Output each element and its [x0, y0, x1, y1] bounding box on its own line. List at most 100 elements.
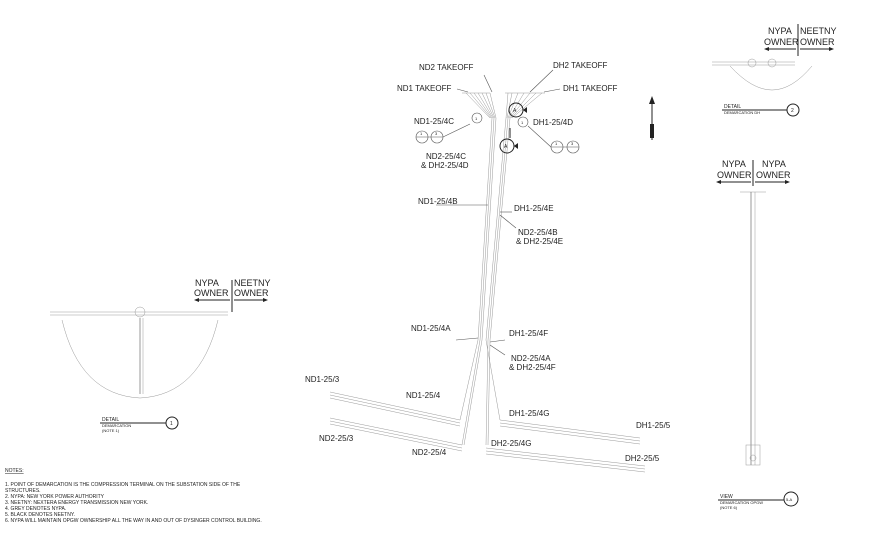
arrow-left-icon — [194, 298, 199, 302]
dh2-25-5-label: DH2-25/5 — [625, 454, 660, 463]
nd2-25-4c-label: ND2-25/4C — [426, 152, 466, 161]
center-labels: ND2 TAKEOFF DH2 TAKEOFF ND1 TAKEOFF DH1 … — [305, 61, 671, 463]
dh1-25-4g-label: DH1-25/4G — [509, 409, 549, 418]
note-item: 3. NEETNY: NEXTERA ENERGY TRANSMISSION N… — [5, 500, 148, 506]
callout-num: 1 — [555, 141, 558, 146]
trunk-right-bundle — [485, 117, 511, 341]
leader-line — [455, 337, 479, 341]
left-nypa-label: NYPA — [195, 278, 219, 288]
insulator-icon — [134, 306, 146, 318]
section-arrow-icon — [514, 143, 518, 149]
view-title: VIEW — [720, 494, 733, 500]
nd1-25-4b-label: ND1-25/4B — [418, 197, 458, 206]
insulator-icon — [767, 58, 777, 68]
leader-line — [489, 339, 506, 343]
callout-circle — [471, 112, 483, 124]
detail2-sub: DEMARCATION DH — [724, 110, 760, 115]
leader-line — [527, 125, 552, 148]
arc-shape — [61, 319, 219, 399]
view-num: 5-A — [786, 497, 793, 502]
north-arrow-icon — [649, 96, 655, 140]
leader-line — [543, 88, 561, 93]
section-marker-a-label: A — [513, 108, 517, 114]
arc-shape — [729, 65, 813, 91]
leader-line — [499, 214, 517, 229]
lower-spread — [459, 339, 501, 446]
mr-nypa2-label: NYPA — [762, 159, 786, 169]
arrow-right-icon — [263, 298, 268, 302]
detail1-sub: DEMARCATION — [102, 423, 131, 428]
left-owner2-label: OWNER — [234, 288, 269, 298]
nd1-takeoff-label: ND1 TAKEOFF — [397, 84, 451, 93]
line-routing: 1 1 1 3 1 3 A A — [329, 69, 655, 473]
note-item: 1. POINT OF DEMARCATION IS THE COMPRESSI… — [5, 482, 241, 488]
callout-num: 3 — [435, 131, 438, 136]
nd2-25-4-label: ND2-25/4 — [412, 448, 447, 457]
leader-line — [456, 88, 469, 93]
nd2-25-4b-label: ND2-25/4B — [518, 228, 558, 237]
outgoing-lines — [329, 391, 646, 473]
view-callout-circle — [783, 491, 799, 507]
mr-nypa-label: NYPA — [722, 159, 746, 169]
tr-neetny-label: NEETNY — [800, 26, 837, 36]
callout-num: 1 — [420, 131, 423, 136]
arrow-left-icon — [764, 47, 769, 51]
view-sub: DEMARCATION OPGW — [720, 500, 763, 505]
detail1-title: DETAIL — [102, 417, 119, 423]
leader-line — [442, 123, 471, 138]
note-item: 5. BLACK DENOTES NEETNY. — [5, 512, 75, 518]
arrow-right-icon — [829, 47, 834, 51]
nd2-25-3-label: ND2-25/3 — [319, 434, 354, 443]
nd2-25-4b-label-line2: & DH2-25/4E — [516, 237, 563, 246]
tr-owner2-label: OWNER — [800, 37, 835, 47]
detail1-callout-circle — [165, 416, 179, 430]
dh1-25-4e-label: DH1-25/4E — [514, 204, 554, 213]
callout-num: 1 — [521, 120, 524, 125]
mr-owner2-label: OWNER — [756, 170, 791, 180]
dh2-25-4g-label: DH2-25/4G — [491, 439, 531, 448]
dh1-25-5-label: DH1-25/5 — [636, 421, 671, 430]
detail2-callout-circle — [786, 103, 800, 117]
takeoff-fan — [465, 92, 543, 119]
nd1-25-3-label: ND1-25/3 — [305, 375, 340, 384]
detail2-title: DETAIL — [724, 104, 741, 110]
base-shape — [745, 444, 761, 466]
nd2-25-4a-label: ND2-25/4A — [511, 354, 551, 363]
dh2-takeoff-label: DH2 TAKEOFF — [553, 61, 607, 70]
arrow-right-icon — [785, 180, 790, 184]
tr-owner-label: OWNER — [764, 37, 799, 47]
dh1-takeoff-label: DH1 TAKEOFF — [563, 84, 617, 93]
dh1-25-4f-label: DH1-25/4F — [509, 329, 548, 338]
leader-line — [489, 344, 506, 356]
leader-line — [529, 69, 554, 93]
nd2-25-4a-label-line2: & DH2-25/4F — [509, 363, 556, 372]
arrow-left-icon — [716, 180, 721, 184]
note-item: 6. NYPA WILL MAINTAIN OPGW OWNERSHIP ALL… — [5, 518, 262, 524]
left-neetny-label: NEETNY — [234, 278, 271, 288]
note-item: STRUCTURES. — [5, 488, 41, 494]
tr-nypa-label: NYPA — [768, 26, 792, 36]
view-note: (NOTE 6) — [720, 505, 738, 510]
dh1-25-4d-label: DH1-25/4D — [533, 118, 573, 127]
notes-heading: NOTES: — [5, 468, 24, 474]
note-item: 2. NYPA: NEW YORK POWER AUTHORITY — [5, 494, 105, 500]
section-marker-a-label: A — [504, 144, 508, 150]
callout-num: 1 — [475, 116, 478, 121]
nd1-25-4c-label: ND1-25/4C — [414, 117, 454, 126]
callout-num: 3 — [571, 141, 574, 146]
detail1-note: (NOTE 1) — [102, 428, 120, 433]
callout-circle — [517, 116, 529, 128]
base-detail-icon — [749, 454, 757, 462]
view-5a-group: NYPA OWNER NYPA OWNER VIEW DEMARCATION O… — [716, 159, 799, 510]
mr-owner-label: OWNER — [717, 170, 752, 180]
trunk-left-bundle — [477, 117, 497, 341]
nd1-25-4a-label: ND1-25/4A — [411, 324, 451, 333]
detail2-num: 2 — [791, 108, 794, 114]
nd1-25-4-label: ND1-25/4 — [406, 391, 441, 400]
section-arrow-icon — [523, 107, 527, 113]
nd2-takeoff-label: ND2 TAKEOFF — [419, 63, 473, 72]
insulator-icon — [747, 58, 757, 68]
detail1-num: 1 — [170, 421, 173, 427]
